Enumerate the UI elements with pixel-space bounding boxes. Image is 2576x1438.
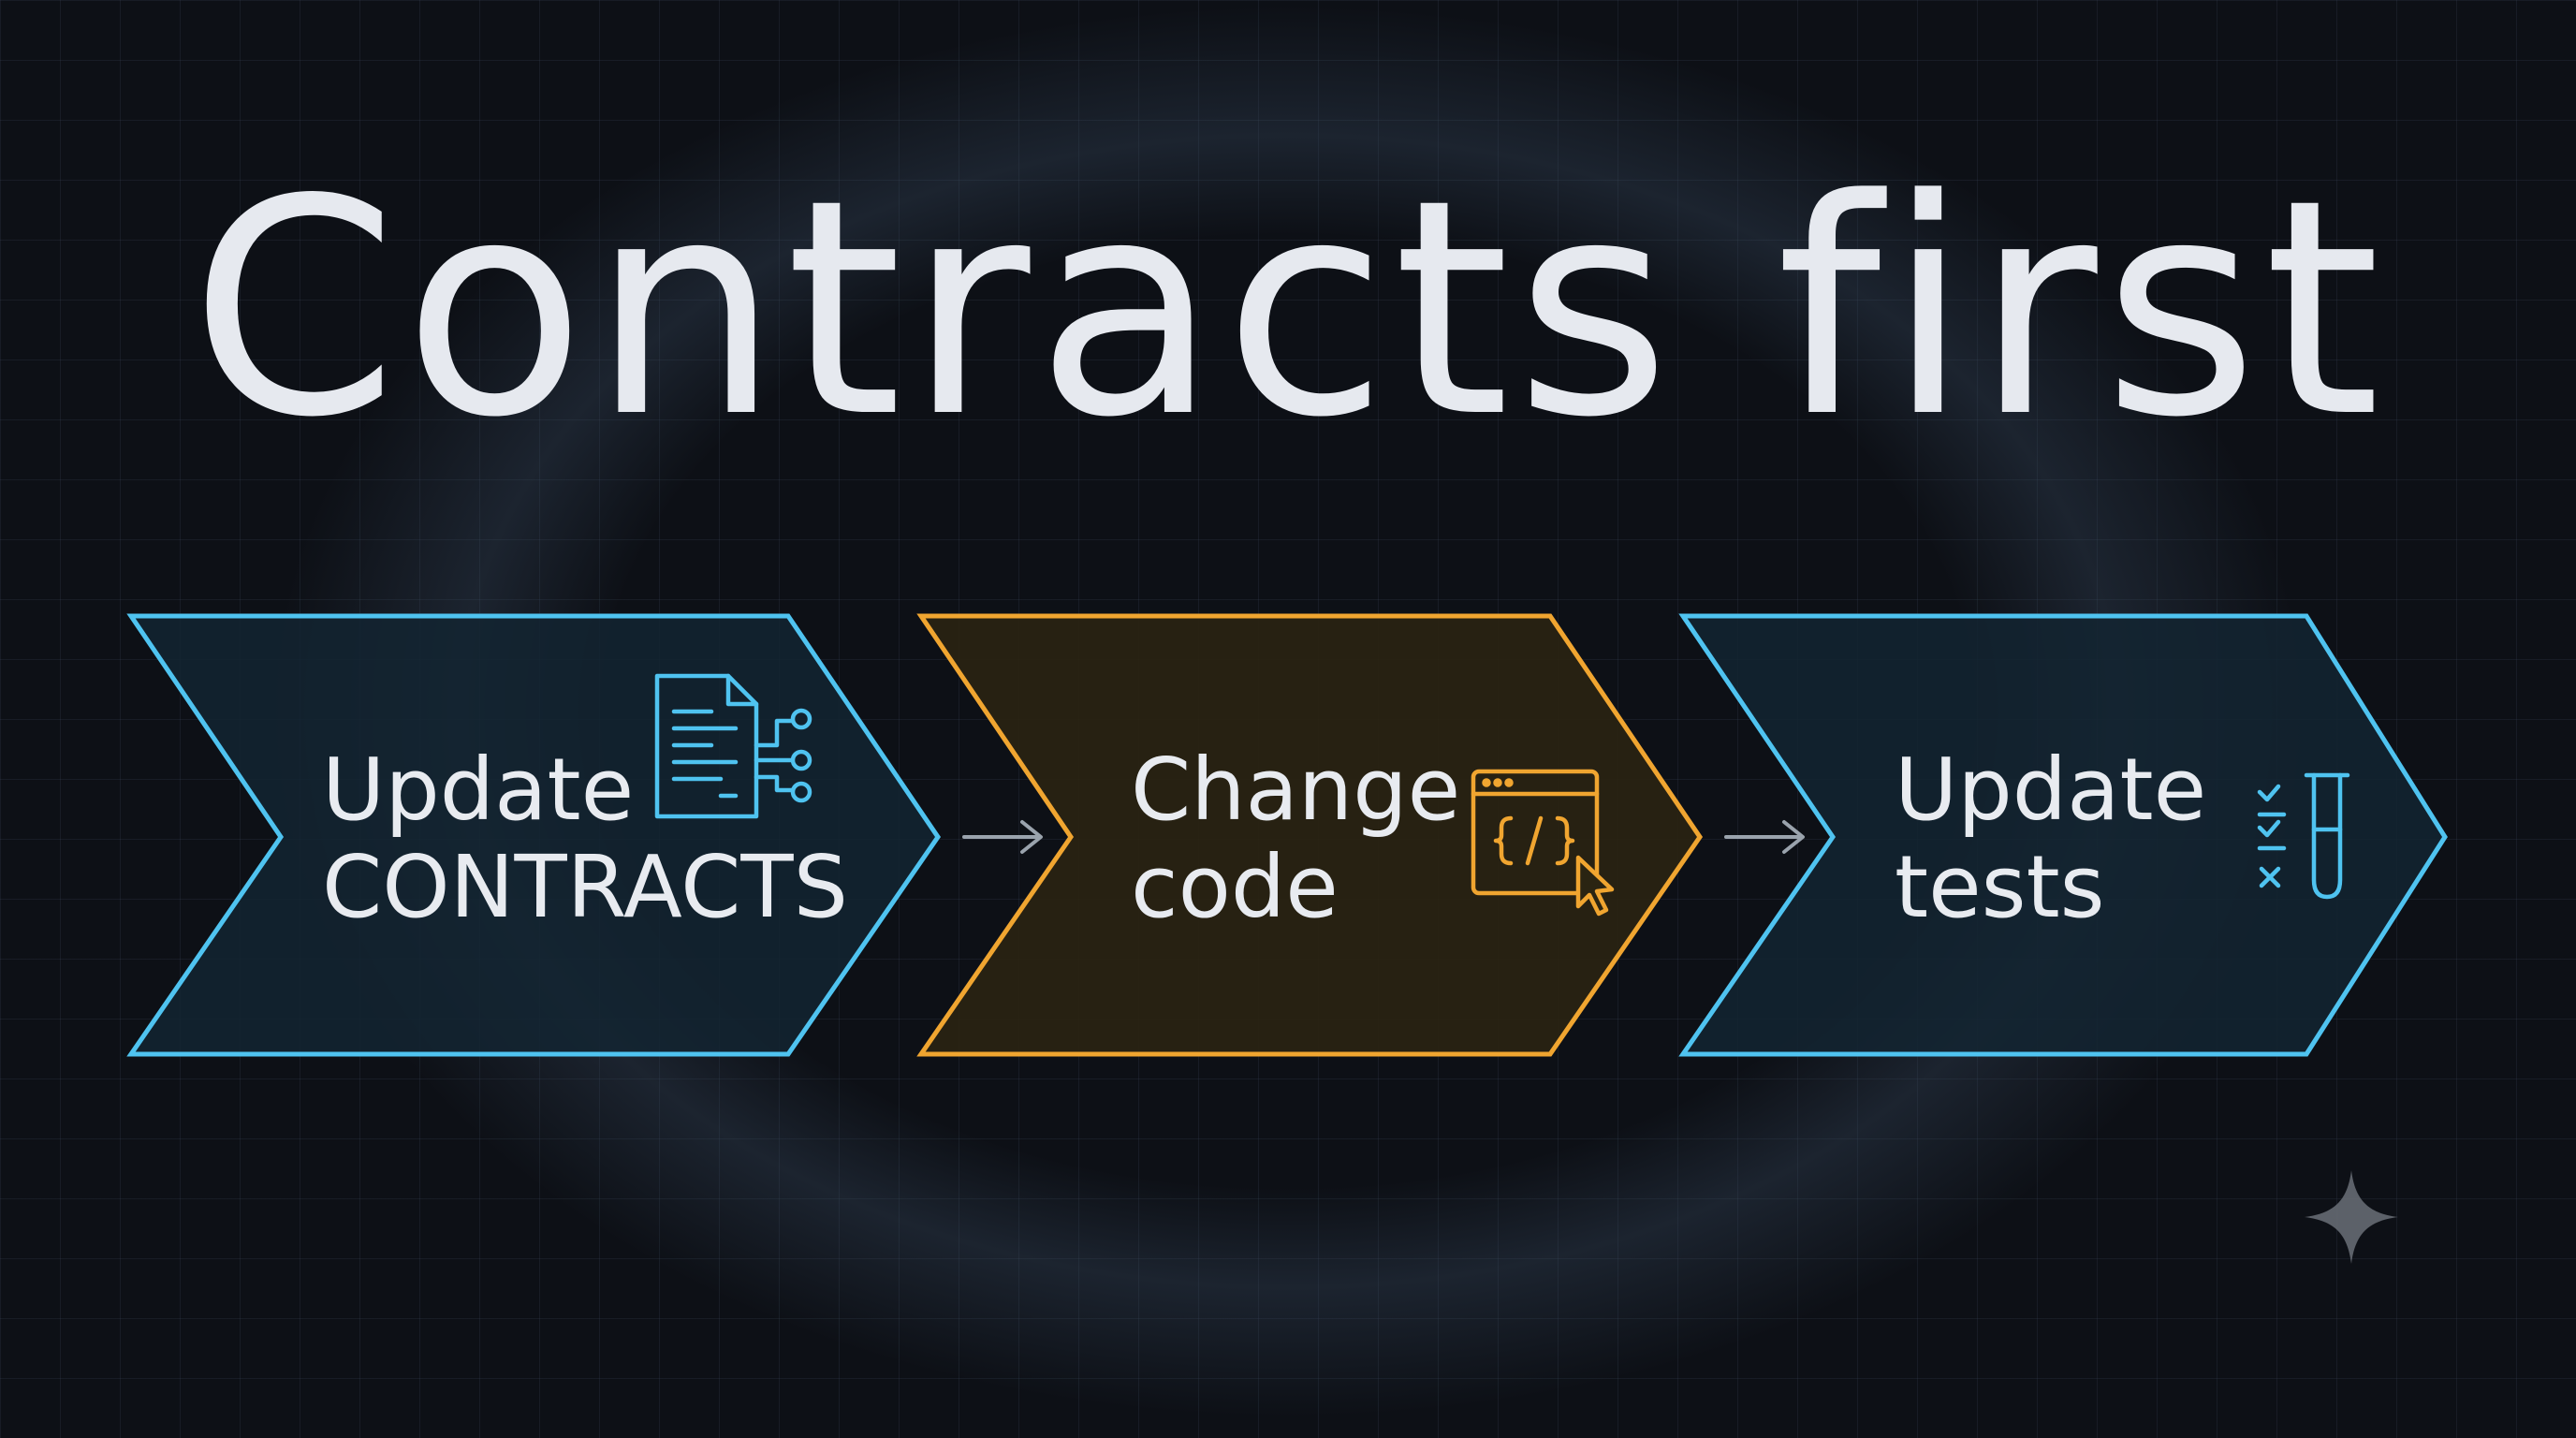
step-1-line2: CONTRACTS (322, 837, 849, 937)
step-2-label: Change code (1131, 741, 1460, 936)
code-window-cursor-icon (1471, 769, 1615, 917)
step-1-line1: Update (322, 740, 635, 840)
step-3-line1: Update (1895, 740, 2207, 840)
step-2-line1: Change (1131, 740, 1461, 840)
step-update-tests (1678, 613, 2448, 1057)
chevron-step-3 (1678, 613, 2448, 1057)
test-checklist-tube-icon (2257, 772, 2350, 900)
arrow-right-icon (962, 820, 1043, 854)
step-3-label: Update tests (1895, 741, 2206, 936)
chevron-step-1 (126, 613, 942, 1057)
step-update-contracts (126, 613, 942, 1057)
step-3-line2: tests (1895, 837, 2105, 937)
page-title: Contracts first (189, 136, 2387, 482)
chevron-step-2 (916, 613, 1704, 1057)
contract-document-icon (654, 673, 812, 819)
step-change-code (916, 613, 1704, 1057)
sparkle-icon (2305, 1170, 2398, 1264)
step-2-line2: code (1131, 837, 1339, 937)
step-1-label: Update CONTRACTS (322, 741, 848, 936)
arrow-right-icon (1724, 820, 1805, 854)
